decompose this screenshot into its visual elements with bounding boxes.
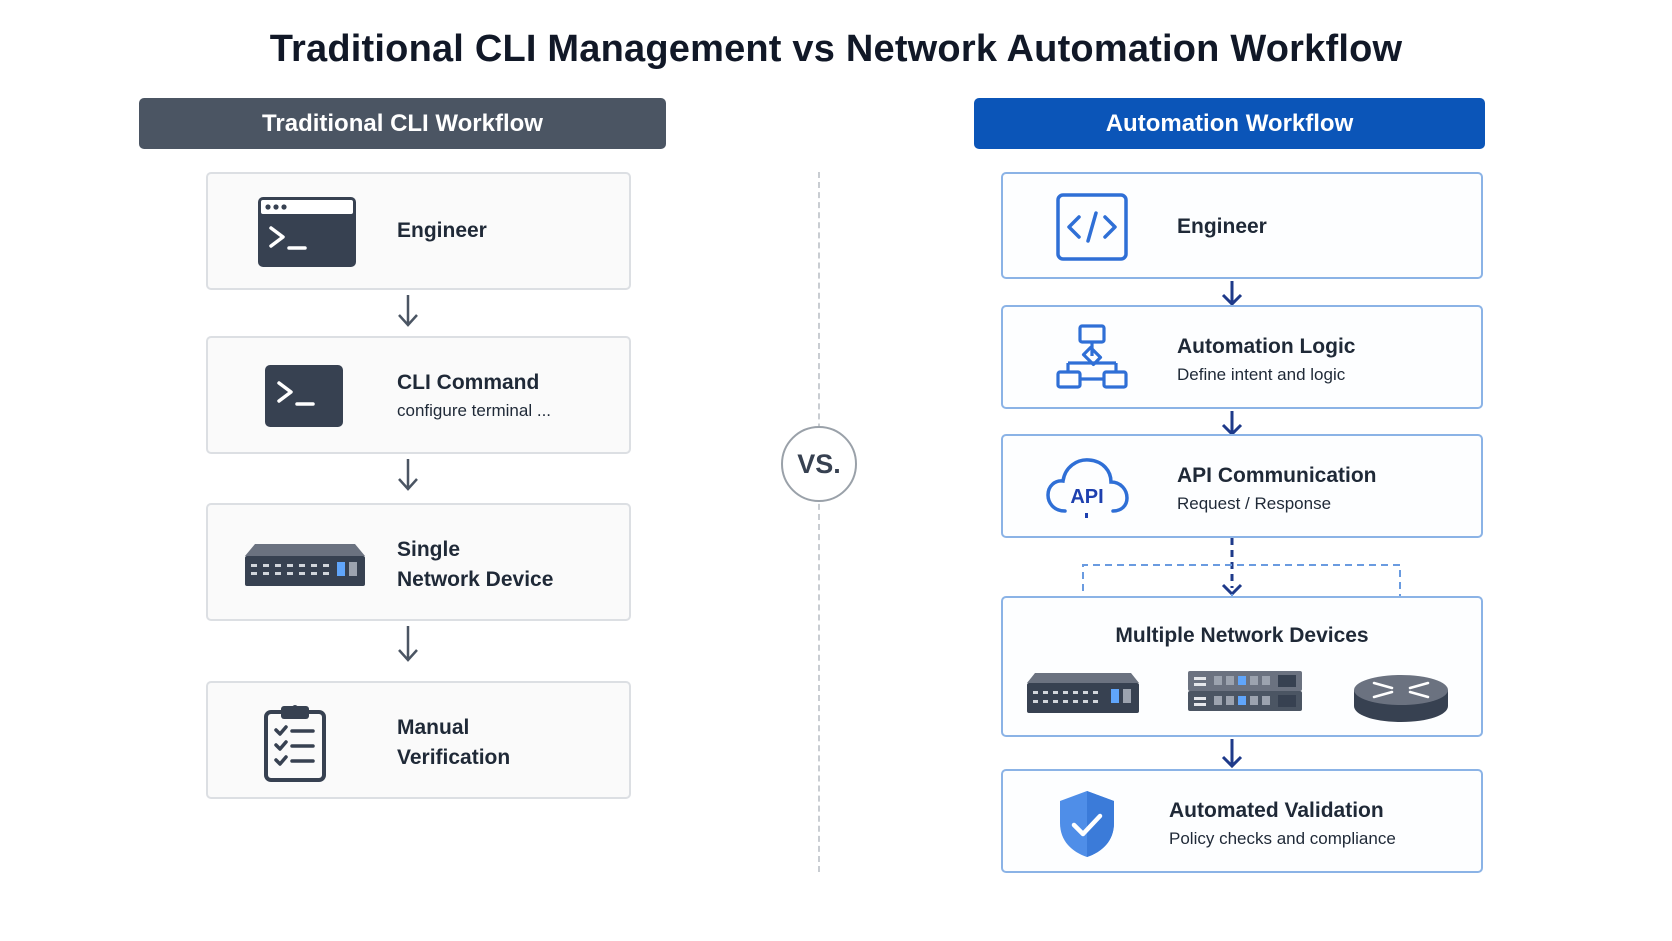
network-switch-icon [1027, 673, 1139, 713]
right-step-automation-logic: Automation Logic Define intent and logic [1001, 305, 1483, 409]
arrow-down-icon [398, 459, 418, 491]
network-switch-icon [245, 544, 365, 586]
router-icon [1354, 675, 1448, 722]
right-step-logic-subtitle: Define intent and logic [1177, 365, 1346, 384]
vs-badge: VS. [781, 426, 857, 502]
left-step-manual-verification: Manual Verification [206, 681, 631, 799]
right-step-multiple-devices: Multiple Network Devices [1001, 596, 1483, 737]
left-step-device-title-1: Single [397, 538, 461, 561]
page-title: Traditional CLI Management vs Network Au… [269, 28, 1403, 70]
automation-workflow-header: Automation Workflow [974, 98, 1485, 149]
shield-check-icon [1060, 791, 1114, 857]
terminal-window-icon [258, 197, 356, 267]
left-step-device-title-2: Network Device [397, 568, 554, 591]
api-cloud-label: API [1070, 486, 1103, 508]
right-step-api-communication: API API Communication Request / Response [1001, 434, 1483, 538]
left-step-cli-command: CLI Command configure terminal ... [206, 336, 631, 454]
left-step-verification-title-1: Manual [397, 716, 470, 739]
left-step-engineer: Engineer [206, 172, 631, 290]
right-step-logic-title: Automation Logic [1177, 335, 1356, 358]
arrow-down-icon [398, 295, 418, 327]
flowchart-icon [1056, 324, 1128, 389]
code-brackets-icon [1056, 193, 1128, 261]
traditional-workflow-header: Traditional CLI Workflow [139, 98, 666, 149]
arrow-down-icon [1221, 739, 1243, 769]
column-divider [818, 172, 820, 872]
clipboard-checklist-icon [264, 705, 326, 782]
right-step-validation-subtitle: Policy checks and compliance [1169, 829, 1396, 848]
left-step-cli-title: CLI Command [397, 371, 540, 394]
arrow-down-icon [398, 626, 418, 662]
left-step-single-device: Single Network Device [206, 503, 631, 621]
arrow-down-icon [1221, 281, 1243, 307]
right-step-api-subtitle: Request / Response [1177, 494, 1332, 513]
api-cloud-icon: API [1046, 458, 1129, 518]
left-step-engineer-title: Engineer [397, 219, 487, 242]
right-step-api-title: API Communication [1177, 464, 1377, 487]
right-step-multiple-title: Multiple Network Devices [1115, 624, 1369, 647]
right-step-engineer-title: Engineer [1177, 215, 1267, 238]
right-step-validation-title: Automated Validation [1169, 799, 1384, 822]
server-rack-icon [1188, 671, 1302, 711]
right-step-automated-validation: Automated Validation Policy checks and c… [1001, 769, 1483, 873]
terminal-prompt-icon [265, 365, 343, 427]
left-step-verification-title-2: Verification [397, 746, 511, 769]
left-step-cli-subtitle: configure terminal ... [397, 401, 552, 420]
right-step-engineer: Engineer [1001, 172, 1483, 279]
